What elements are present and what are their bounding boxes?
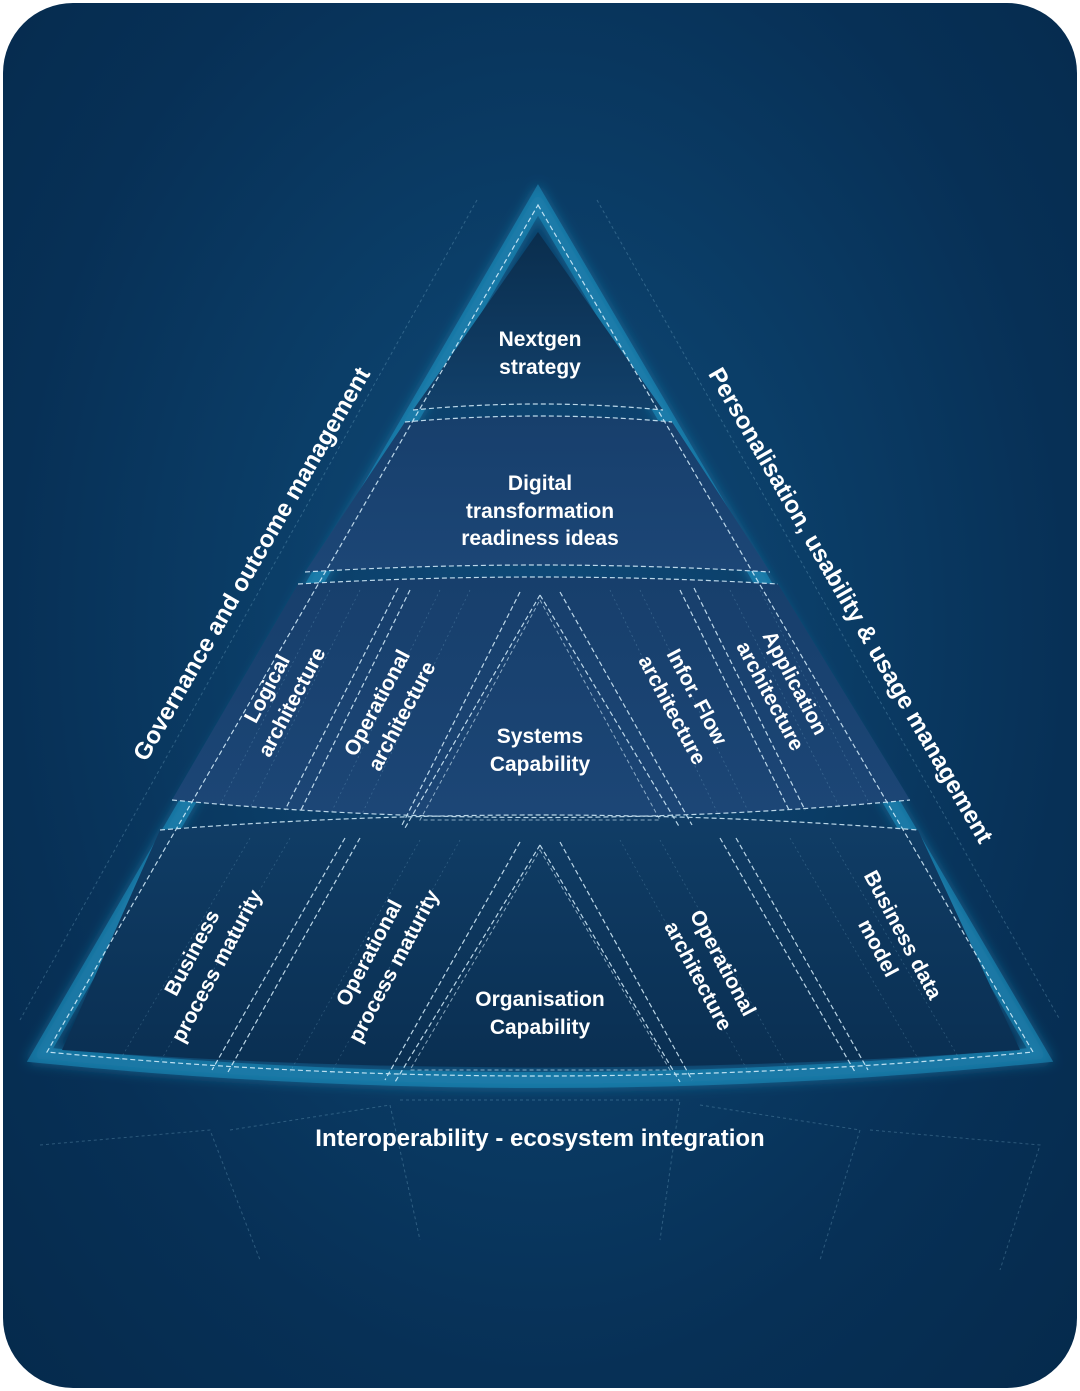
ghost-triangle <box>19 199 1061 1021</box>
label-line: Nextgen <box>498 328 582 351</box>
label-line: Organisation <box>475 988 605 1011</box>
inner-triangles <box>409 598 671 1071</box>
tier-base-fill <box>62 815 1020 1068</box>
tier-second-fill <box>305 416 770 572</box>
label-line: readiness ideas <box>461 527 619 551</box>
label-line: Capability <box>489 1015 591 1039</box>
tier-top-fill <box>413 232 663 410</box>
hatch-lines <box>119 589 961 1076</box>
tier-third-fill <box>172 577 910 818</box>
label-line: Systems <box>496 725 584 748</box>
label-line: Capability <box>489 752 591 776</box>
organisation-capability-label: Organisation Capability <box>430 986 650 1041</box>
tier-outlines <box>46 203 1034 1083</box>
systems-capability-label: Systems Capability <box>440 723 640 778</box>
reflection <box>39 1099 1041 1271</box>
label-line: Digital <box>507 472 573 495</box>
label-line: transformation <box>465 499 615 523</box>
label-line: strategy <box>499 355 581 379</box>
bottom-label: Interoperability - ecosystem integration <box>315 1125 765 1152</box>
tier-top-label: Nextgen strategy <box>440 326 640 381</box>
outer-frame <box>26 184 1054 1088</box>
tier-second-label: Digital transformation readiness ideas <box>420 470 660 553</box>
